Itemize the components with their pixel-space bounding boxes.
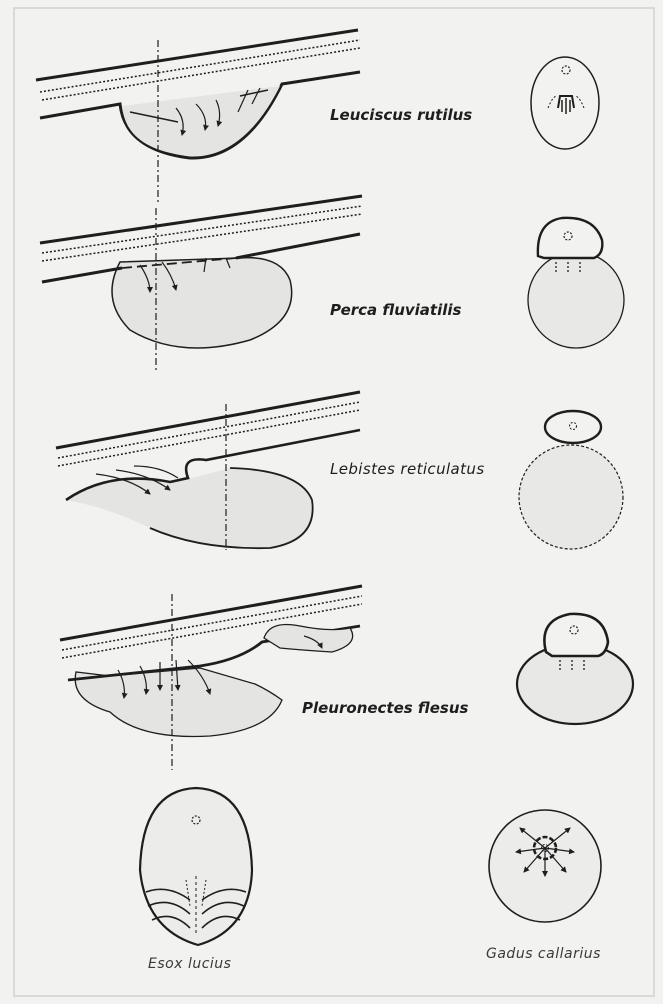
label-perca: Perca fluviatilis — [330, 303, 461, 318]
label-leuciscus: Leuciscus rutilus — [330, 108, 472, 123]
label-pleuronectes: Pleuronectes flesus — [302, 701, 468, 716]
pleuronectes-yolk — [75, 668, 282, 737]
lebistes-section-diagram — [56, 392, 360, 550]
leuciscus-egg — [531, 57, 599, 149]
perca-yolk — [112, 258, 292, 348]
label-lebistes: Lebistes reticulatus — [330, 462, 485, 477]
label-gadus: Gadus callarius — [486, 947, 601, 961]
pleuronectes-section-diagram — [60, 586, 362, 770]
perca-section-diagram — [40, 196, 362, 370]
pleuronectes-egg — [517, 614, 633, 724]
gadus-egg — [489, 810, 601, 922]
lebistes-egg — [519, 411, 623, 549]
perca-egg — [528, 218, 624, 348]
esox-egg — [140, 788, 252, 945]
label-esox: Esox lucius — [148, 957, 231, 971]
lebistes-yolk — [66, 468, 313, 548]
leuciscus-section-diagram — [36, 30, 360, 205]
